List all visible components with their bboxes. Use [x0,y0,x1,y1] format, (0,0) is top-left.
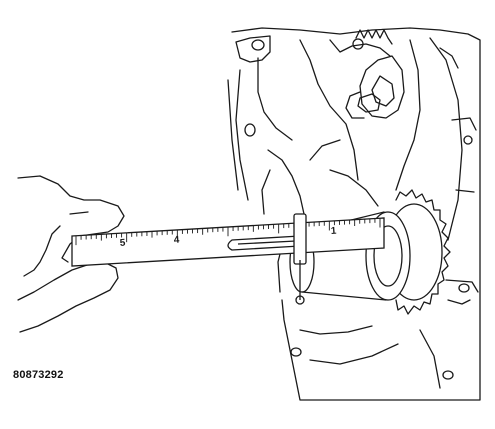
ruler-tick-marks [75,218,381,246]
bolt-head [357,93,381,113]
upper-gear [355,29,393,45]
figure-code: 80873292 [13,369,64,381]
engine-block [227,27,481,401]
scale-number-5: 5 [119,238,126,249]
depth-gauge-slider [227,213,307,300]
scale-number-1: 1 [330,226,337,237]
scale-number-4: 4 [173,235,180,246]
bolt-holes [244,38,473,380]
